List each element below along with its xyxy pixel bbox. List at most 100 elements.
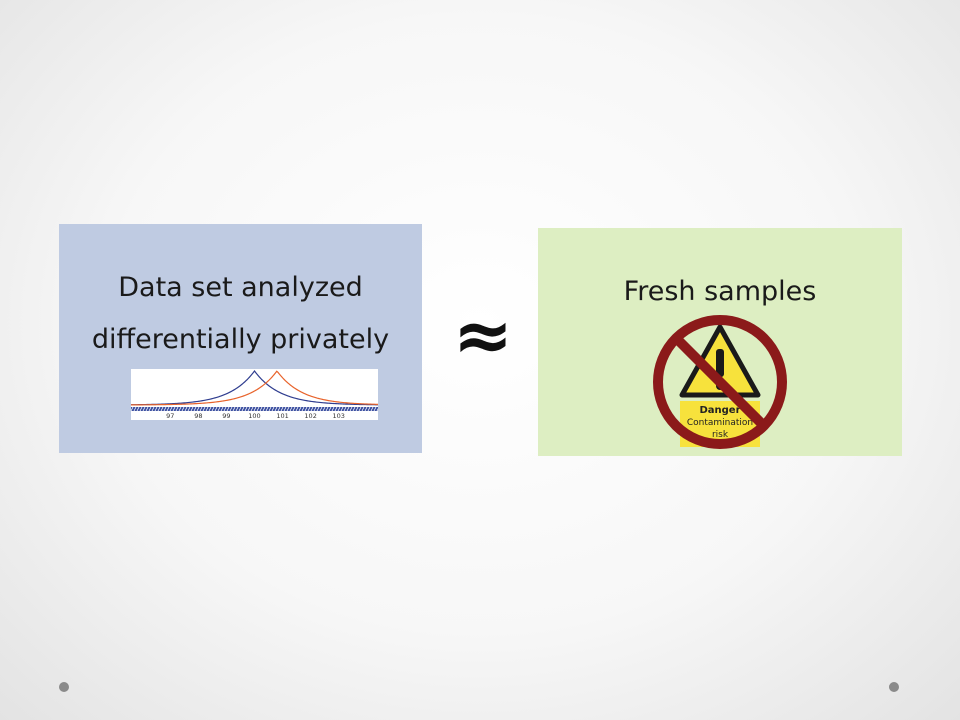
chart-axis-hatch: [148, 406, 152, 412]
danger-text-line1: Contamination: [686, 418, 754, 428]
chart-axis-hatch: [211, 406, 215, 412]
chart-axis-hatch: [187, 406, 191, 412]
chart-axis-hatch: [277, 406, 281, 412]
chart-axis-hatch: [235, 406, 239, 412]
chart-axis-hatch: [376, 408, 378, 412]
chart-axis-hatch: [361, 406, 365, 412]
chart-axis-hatch: [289, 406, 293, 412]
chart-tick-label: 97: [166, 412, 174, 420]
chart-axis-hatch: [157, 406, 161, 412]
chart-axis-hatch: [142, 406, 146, 412]
chart-axis-hatch: [373, 406, 377, 412]
chart-axis-hatch: [226, 406, 230, 412]
chart-axis-hatch: [214, 406, 218, 412]
chart-tick-label: 99: [222, 412, 230, 420]
chart-axis-hatch: [145, 406, 149, 412]
chart-svg: 97 98 99 100 101 102 103: [131, 370, 378, 420]
chart-axis-hatch: [304, 406, 308, 412]
chart-axis-hatch: [301, 406, 305, 412]
chart-axis-hatch: [370, 406, 374, 412]
chart-axis-hatch: [181, 406, 185, 412]
prohibition-circle: [653, 315, 787, 449]
laplace-chart: 97 98 99 100 101 102 103: [131, 369, 378, 420]
chart-axis-hatch: [175, 406, 179, 412]
chart-axis-hatch: [367, 406, 371, 412]
chart-axis-hatch: [283, 406, 287, 412]
chart-axis-hatch: [136, 406, 140, 412]
chart-axis-hatch: [205, 406, 209, 412]
chart-axis-hatch: [217, 406, 221, 412]
chart-axis-hatch: [307, 406, 311, 412]
chart-axis-band: [131, 407, 378, 411]
prohibition-sign-icon: [653, 315, 787, 449]
chart-axis-hatch: [250, 406, 254, 412]
chart-axis-hatch: [271, 406, 275, 412]
chart-axis-hatch: [238, 406, 242, 412]
chart-axis-hatch: [316, 406, 320, 412]
approx-symbol: ≈: [452, 293, 514, 377]
chart-axis-hatch: [331, 406, 335, 412]
chart-axis-hatch: [319, 406, 323, 412]
chart-axis-hatch: [265, 406, 269, 412]
chart-axis-hatch: [358, 406, 362, 412]
chart-axis-hatch: [298, 406, 302, 412]
chart-axis-hatch: [292, 406, 296, 412]
chart-tick-label: 102: [304, 412, 316, 420]
chart-axis-hatch: [133, 406, 137, 412]
slide-dot-right: [889, 682, 899, 692]
chart-axis-hatch: [334, 406, 338, 412]
left-title-line1: Data set analyzed: [118, 272, 363, 303]
chart-axis-hatch: [343, 406, 347, 412]
chart-axis-hatch: [262, 406, 266, 412]
chart-axis-hatch: [220, 406, 224, 412]
chart-axis-hatch: [244, 406, 248, 412]
chart-axis-hatch: [355, 406, 359, 412]
chart-axis-hatch: [268, 406, 272, 412]
chart-axis-hatch: [232, 406, 236, 412]
left-title-line2: differentially privately: [91, 324, 390, 355]
chart-axis-hatch: [163, 406, 167, 412]
chart-tick-label: 100: [248, 412, 260, 420]
chart-axis-hatch: [259, 406, 263, 412]
chart-axis-hatch: [151, 406, 155, 412]
chart-axis-hatch: [325, 406, 329, 412]
chart-axis-hatch: [349, 406, 353, 412]
left-box-title: Data set analyzed differentially private…: [0, 262, 481, 366]
chart-axis-hatch: [190, 406, 194, 412]
chart-axis-hatch: [169, 406, 173, 412]
chart-axis-hatch: [247, 406, 251, 412]
chart-axis-hatch: [364, 406, 368, 412]
chart-series-1: [131, 370, 378, 406]
chart-axis-hatch: [172, 406, 176, 412]
chart-tick-label: 98: [194, 412, 202, 420]
chart-axis-hatch: [340, 406, 344, 412]
chart-axis-hatch: [328, 406, 332, 412]
chart-tick-label: 101: [276, 412, 288, 420]
chart-axis-hatch: [154, 406, 158, 412]
chart-axis-hatch: [160, 406, 164, 412]
chart-axis-hatch: [178, 406, 182, 412]
chart-axis-hatch: [166, 406, 170, 412]
prohibition-slash: [672, 334, 768, 430]
chart-axis-hatch: [295, 406, 299, 412]
chart-axis-hatch: [131, 406, 134, 412]
exclamation-bar: [716, 349, 724, 377]
danger-text-line2: risk: [711, 430, 729, 440]
right-box-title: Fresh samples: [623, 276, 817, 307]
chart-axis-hatch: [208, 406, 212, 412]
slide-dot-left: [59, 682, 69, 692]
chart-axis-hatch: [256, 406, 260, 412]
chart-axis-hatch: [352, 406, 356, 412]
chart-tick-label: 103: [332, 412, 344, 420]
chart-axis-hatch: [322, 406, 326, 412]
chart-axis-hatch: [286, 406, 290, 412]
chart-axis-hatch: [313, 406, 317, 412]
chart-axis-hatch: [202, 406, 206, 412]
chart-axis-hatch: [280, 406, 284, 412]
chart-axis-hatch: [193, 406, 197, 412]
no-contamination-sign: Danger Contamination risk: [649, 311, 791, 453]
chart-axis-hatch: [199, 406, 203, 412]
chart-axis-hatch: [139, 406, 143, 412]
danger-heading: Danger: [699, 405, 741, 416]
chart-axis-hatch: [229, 406, 233, 412]
